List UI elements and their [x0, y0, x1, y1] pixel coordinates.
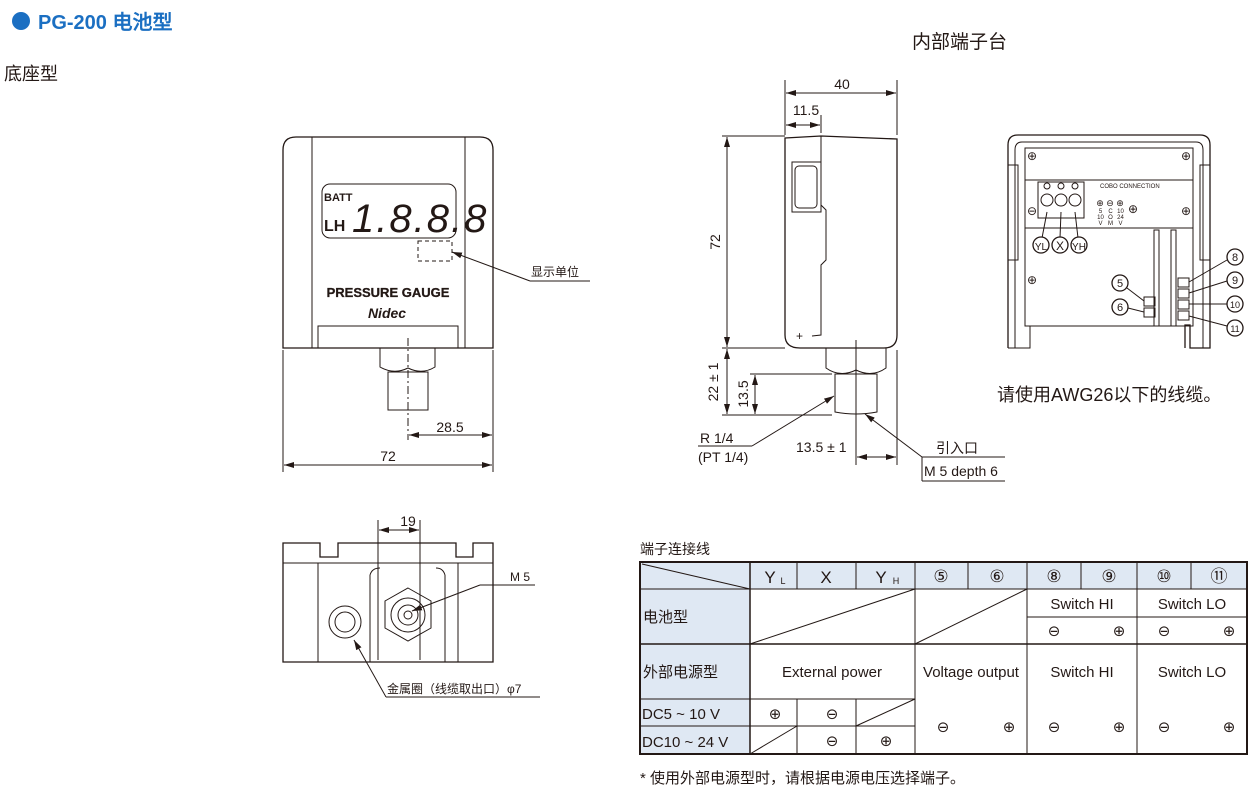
- product-text: PRESSURE GAUGE: [327, 285, 450, 300]
- dim-11-5: 11.5: [793, 102, 819, 118]
- external-power: External power: [782, 664, 882, 681]
- voltage-output: Voltage output: [923, 664, 1020, 681]
- sign: ⊕: [769, 706, 782, 723]
- terminal-title: 内部端子台: [912, 32, 1008, 53]
- title-text: PG-200 电池型: [38, 12, 173, 34]
- svg-text:⊖: ⊖: [1106, 198, 1114, 208]
- sign: ⊕: [1113, 623, 1126, 640]
- thread-label: R 1/4: [700, 430, 734, 446]
- col-5: ⑤: [933, 567, 948, 586]
- sign: ⊖: [1048, 623, 1061, 640]
- terminal-yl: YL: [1035, 242, 1048, 253]
- terminal-9: 9: [1232, 275, 1238, 287]
- port-label: M 5: [510, 570, 530, 584]
- terminal-5: 5: [1117, 278, 1123, 290]
- terminal-yh: YH: [1072, 242, 1086, 253]
- inlet-spec: M 5 depth 6: [924, 463, 998, 479]
- svg-text:⊕: ⊕: [1128, 202, 1138, 216]
- voltage-label-com: C O M: [1108, 209, 1113, 227]
- terminal-6: 6: [1117, 302, 1123, 314]
- col-9: ⑨: [1101, 567, 1116, 586]
- sign: ⊖: [937, 719, 950, 736]
- voltage-label-10-24v: 10 24 V: [1117, 209, 1124, 227]
- sign: ⊖: [1158, 623, 1171, 640]
- lcd-digits: 1.8.8.8: [352, 197, 488, 241]
- row-dc10: DC10 ~ 24 V: [642, 734, 728, 751]
- col-x: X: [820, 568, 831, 587]
- terminal-10: 10: [1230, 300, 1240, 310]
- unit-label: 显示单位: [531, 264, 579, 279]
- sign: ⊕: [1223, 623, 1236, 640]
- cable-outlet-label: 金属圈（线缆取出口）φ7: [387, 681, 522, 696]
- awg-note: 请使用AWG26以下的线缆。: [997, 385, 1222, 405]
- sign: ⊕: [1223, 719, 1236, 736]
- dim-28-5: 28.5: [436, 419, 463, 435]
- battery-switch-hi: Switch HI: [1050, 596, 1113, 613]
- table-note: * 使用外部电源型时，请根据电源电压选择端子。: [640, 770, 966, 787]
- col-yh-sub: H: [893, 576, 900, 586]
- svg-text:⊕: ⊕: [1181, 149, 1191, 163]
- sign: ⊖: [1048, 719, 1061, 736]
- sign: ⊕: [880, 733, 893, 750]
- dim-19: 19: [400, 513, 416, 529]
- thread-label-pt: (PT 1/4): [698, 449, 748, 465]
- bullet-icon: [12, 11, 30, 30]
- connection-label: COBO CONNECTION: [1100, 184, 1160, 190]
- terminal-8: 8: [1232, 252, 1238, 264]
- dim-72-height: 72: [707, 234, 723, 250]
- svg-text:⊕: ⊕: [1181, 204, 1191, 218]
- col-11: ⑪: [1211, 567, 1228, 586]
- table-caption: 端子连接线: [640, 541, 710, 557]
- dim-13-5-tol: 13.5 ± 1: [796, 439, 847, 455]
- external-switch-hi: Switch HI: [1050, 664, 1113, 681]
- svg-text:⊕: ⊕: [1027, 149, 1037, 163]
- subtitle: 底座型: [4, 64, 58, 84]
- sign: ⊖: [826, 706, 839, 723]
- external-switch-lo: Switch LO: [1158, 664, 1226, 681]
- batt-label: BATT: [324, 192, 353, 204]
- row-external: 外部电源型: [643, 664, 718, 681]
- lh-label: LH: [324, 218, 345, 235]
- row-dc5: DC5 ~ 10 V: [642, 706, 720, 723]
- sign: ⊕: [1003, 719, 1016, 736]
- inlet-label: 引入口: [936, 440, 978, 456]
- lcd-display: [321, 183, 457, 239]
- col-yl-sub: L: [780, 576, 785, 586]
- svg-text:⊕: ⊕: [1096, 198, 1104, 208]
- voltage-label-5-10v: 5 10 V: [1097, 209, 1104, 227]
- sign: ⊖: [1158, 719, 1171, 736]
- svg-text:⊖: ⊖: [1027, 204, 1037, 218]
- col-6: ⑥: [989, 567, 1004, 586]
- terminal-x: X: [1056, 239, 1064, 253]
- row-battery: 电池型: [643, 609, 688, 626]
- col-yl: Y: [764, 568, 775, 587]
- dim-13-5: 13.5: [735, 380, 751, 407]
- svg-text:+: +: [796, 329, 803, 343]
- terminal-11: 11: [1230, 324, 1239, 334]
- sign: ⊖: [826, 733, 839, 750]
- dim-40: 40: [834, 76, 850, 92]
- dim-22: 22 ± 1: [705, 362, 721, 401]
- battery-switch-lo: Switch LO: [1158, 596, 1226, 613]
- brand-logo: Nidec: [368, 305, 406, 321]
- sign: ⊕: [1113, 719, 1126, 736]
- page-title: PG-200 电池型: [12, 6, 172, 35]
- dim-72-width: 72: [380, 448, 396, 464]
- col-yh: Y: [875, 568, 886, 587]
- svg-text:⊕: ⊕: [1027, 273, 1037, 287]
- col-10: ⑩: [1156, 567, 1171, 586]
- svg-text:⊕: ⊕: [1116, 198, 1124, 208]
- col-8: ⑧: [1046, 567, 1061, 586]
